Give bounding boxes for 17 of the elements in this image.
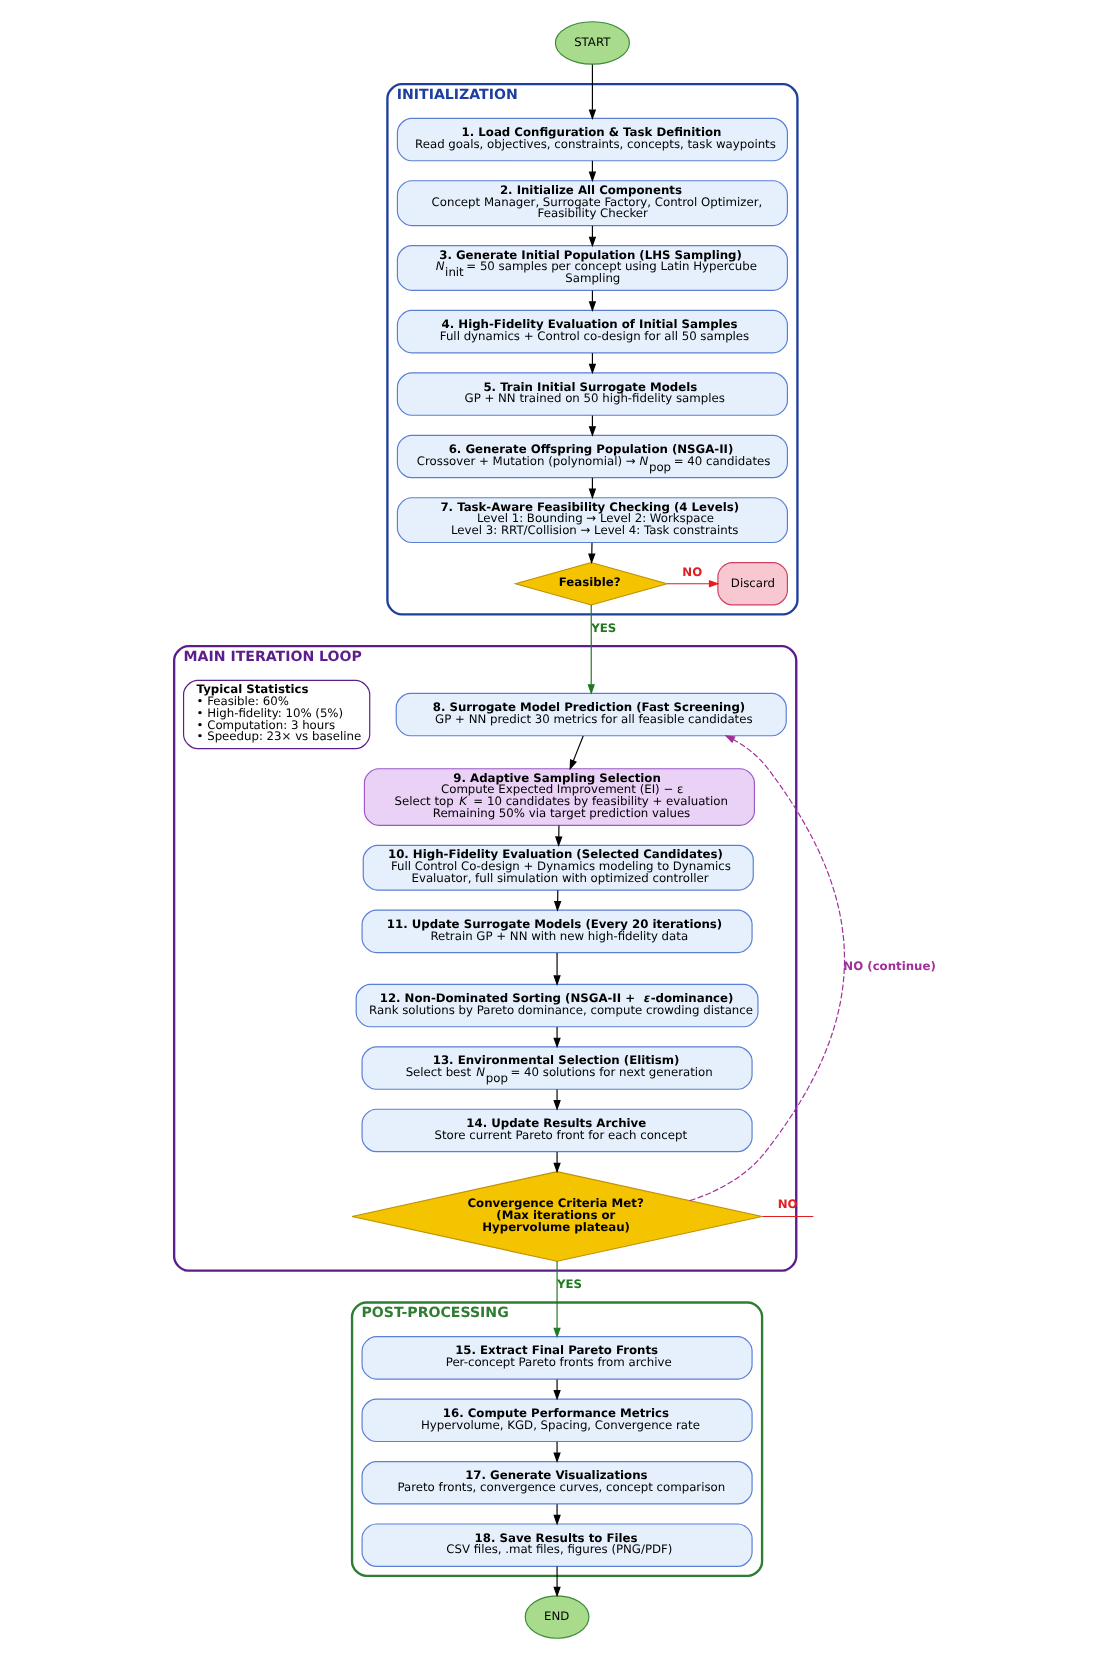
arrow	[588, 63, 597, 121]
arrow	[553, 1441, 561, 1464]
arrow	[666, 580, 720, 588]
connector	[761, 1215, 814, 1218]
arrow	[553, 1565, 561, 1598]
arrow	[553, 952, 561, 986]
arrow	[553, 1503, 561, 1526]
arrow	[553, 1026, 561, 1049]
arrow	[587, 604, 595, 695]
arrow	[588, 542, 596, 565]
arrow	[553, 1151, 561, 1174]
arrow	[553, 1260, 561, 1339]
arrow	[555, 825, 563, 847]
arrow	[553, 1378, 561, 1401]
arrow	[689, 735, 846, 1202]
arrow	[553, 1088, 561, 1111]
arrow	[569, 735, 584, 771]
